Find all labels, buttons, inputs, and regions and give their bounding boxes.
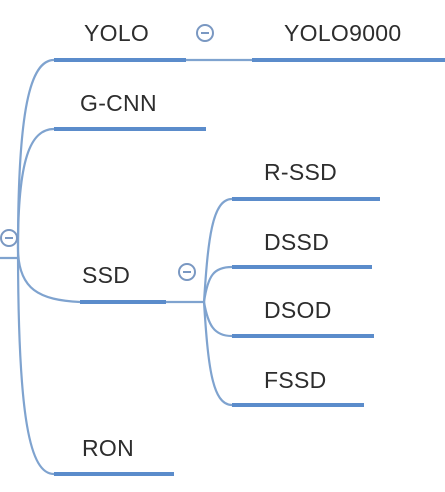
- node-gcnn[interactable]: G-CNN: [80, 90, 157, 116]
- connector-dsod: [202, 300, 234, 338]
- node-yolo[interactable]: YOLO: [84, 20, 150, 46]
- connector-dssd: [202, 265, 234, 304]
- yolo-collapse-icon[interactable]: [196, 24, 214, 42]
- ssd-collapse-icon[interactable]: [178, 263, 196, 281]
- connector-yolo: [16, 58, 56, 250]
- connector-ssd: [16, 246, 82, 304]
- node-ron[interactable]: RON: [82, 435, 135, 461]
- node-ssd[interactable]: SSD: [82, 262, 131, 288]
- node-dssd[interactable]: DSSD: [264, 229, 330, 255]
- node-fssd[interactable]: FSSD: [264, 367, 327, 393]
- connector-gcnn: [16, 127, 56, 250]
- connector-rssd: [202, 197, 234, 304]
- node-dsod[interactable]: DSOD: [264, 297, 332, 323]
- node-yolo9000[interactable]: YOLO9000: [284, 20, 402, 46]
- root-collapse-icon[interactable]: [0, 229, 18, 247]
- connector-fssd: [202, 300, 234, 407]
- node-rssd[interactable]: R-SSD: [264, 159, 338, 185]
- connector-ron: [16, 246, 56, 476]
